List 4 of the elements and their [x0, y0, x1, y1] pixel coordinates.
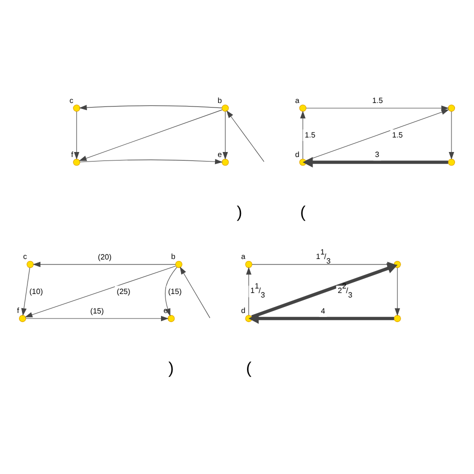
label: ( — [246, 360, 252, 378]
label: ) — [236, 203, 242, 222]
label: ) — [168, 360, 174, 378]
label: ( — [300, 203, 306, 222]
